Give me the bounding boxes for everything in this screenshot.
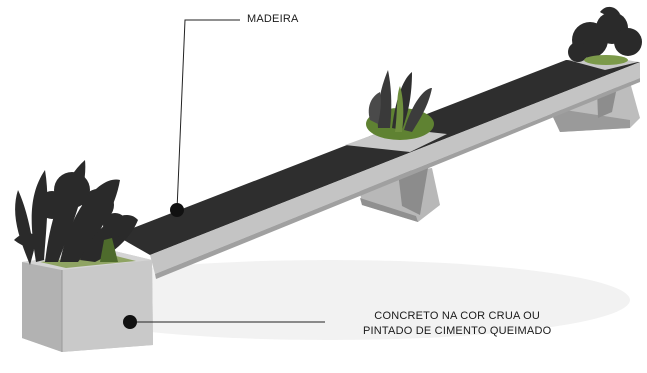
middle-plant [366,70,434,140]
right-plant [568,6,642,65]
wood-marker-dot [170,203,184,217]
left-plant [14,160,138,265]
concrete-leader [123,315,325,329]
ground-shadow [30,260,630,340]
concrete-label-line-2: PINTADO DE CIMENTO QUEIMADO [363,325,552,337]
wood-leader [170,19,240,217]
concrete-label-line-1: CONCRETO NA COR CRUA OU [374,310,541,322]
concrete-label: CONCRETO NA COR CRUA OU PINTADO DE CIMEN… [363,309,551,339]
seat-front-edge [150,62,640,274]
wood-seat-top [115,60,640,255]
concrete-marker-dot [123,315,137,329]
wood-label: MADEIRA [247,13,299,25]
left-planter-block [22,250,153,352]
